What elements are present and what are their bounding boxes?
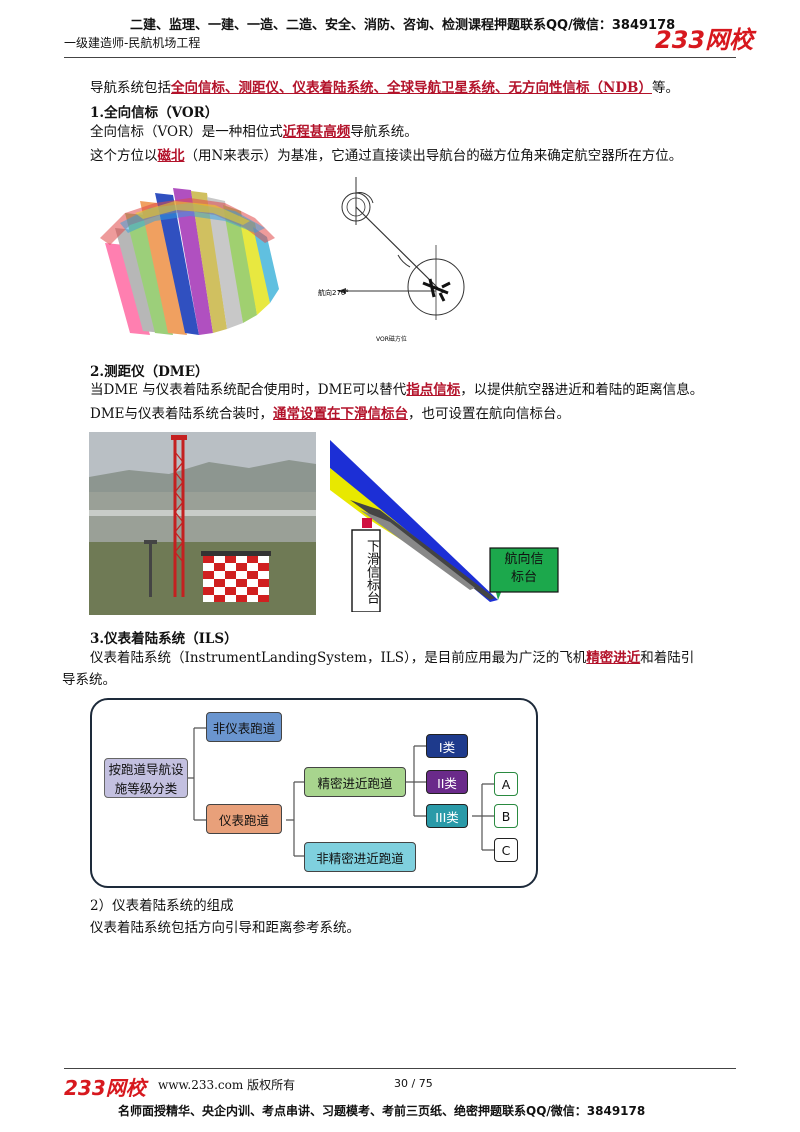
tree-precision: 精密进近跑道 [304, 767, 406, 797]
tree-non-instrument: 非仪表跑道 [206, 712, 282, 742]
ils-paragraph: 仪表着陆系统（InstrumentLandingSystem，ILS），是目前应… [90, 650, 695, 666]
vor-fan-illustration [100, 188, 279, 335]
vor-heading: 1.全向信标（VOR） [90, 105, 219, 121]
localizer-station-label: 航向信标台 [504, 552, 544, 585]
header-subtitle: 一级建造师-民航机场工程 [64, 36, 201, 50]
vor-paragraph-1: 全向信标（VOR）是一种相位式近程甚高频导航系统。 [90, 124, 418, 140]
tree-cat-2: II类 [426, 770, 468, 794]
ils-sub-text: 仪表着陆系统包括方向引导和距离参考系统。 [90, 920, 360, 936]
ils-heading: 3.仪表着陆系统（ILS） [90, 631, 238, 647]
svg-text:VOR磁方位: VOR磁方位 [376, 335, 407, 343]
footer-ad-line: 名师面授精华、央企内训、考点串讲、习题模考、考前三页纸、绝密押题联系QQ/微信：… [118, 1104, 646, 1118]
footer-rule [64, 1068, 736, 1069]
ils-paragraph-cont: 导系统。 [62, 672, 116, 688]
intro-paragraph: 导航系统包括全向信标、测距仪、仪表着陆系统、全球导航卫星系统、无方向性信标（ND… [90, 80, 679, 96]
dme-glide-diagram [330, 440, 559, 612]
tree-cat-3: III类 [426, 804, 468, 828]
footer-page-number: 30 / 75 [394, 1077, 433, 1090]
dme-paragraph-2: DME与仪表着陆系统合装时，通常设置在下滑信标台，也可设置在航向信标台。 [90, 406, 571, 422]
tree-connectors [182, 727, 494, 857]
header-ad-line: 二建、监理、一建、一造、二造、安全、消防、咨询、检测课程押题联系QQ/微信：38… [130, 18, 676, 33]
svg-text:航向270°: 航向270° [318, 288, 349, 297]
dme-paragraph-1: 当DME 与仪表着陆系统配合使用时，DME可以替代指点信标，以提供航空器进近和着… [90, 382, 704, 398]
runway-classification-tree [90, 698, 538, 888]
tree-cat-1: I类 [426, 734, 468, 758]
tree-instrument: 仪表跑道 [206, 804, 282, 834]
tree-non-precision: 非精密进近跑道 [304, 842, 416, 872]
tree-cat-3a: A [494, 772, 518, 796]
tree-root: 按跑道导航设施等级分类 [104, 758, 188, 798]
header-rule [64, 57, 736, 58]
footer-brand-logo: 233网校 [64, 1076, 146, 1100]
footer-copyright: www.233.com 版权所有 [158, 1078, 296, 1092]
dme-station-photo [89, 432, 316, 615]
tree-cat-3b: B [494, 804, 518, 828]
dme-heading: 2.测距仪（DME） [90, 364, 209, 380]
glide-station-label: 下滑信标台 [364, 538, 379, 604]
vor-paragraph-2: 这个方位以磁北（用N来表示）为基准，它通过直接读出导航台的磁方位角来确定航空器所… [90, 148, 683, 164]
ils-sub-heading: 2）仪表着陆系统的组成 [90, 898, 234, 914]
vor-bearing-diagram: 航向270° VOR磁方位 [318, 177, 465, 343]
tree-cat-3c: C [494, 838, 518, 862]
brand-logo: 233网校 [655, 26, 754, 54]
